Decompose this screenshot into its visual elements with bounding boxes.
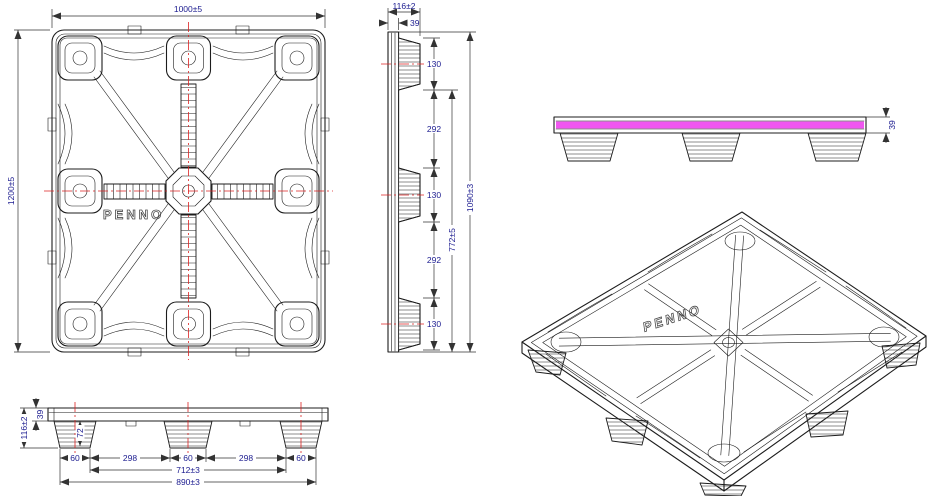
dim-front-foot: 72 — [75, 421, 85, 446]
svg-text:298: 298 — [123, 453, 137, 463]
svg-text:116±2: 116±2 — [393, 1, 416, 11]
svg-text:1200±5: 1200±5 — [6, 177, 16, 206]
side-view-vertical: 116±2 39 130 292 130 292 130 — [379, 1, 476, 353]
side-centerlines — [381, 63, 428, 325]
svg-text:39: 39 — [887, 120, 897, 130]
svg-text:1000±5: 1000±5 — [174, 4, 203, 14]
top-view-edge-ribs — [57, 45, 320, 337]
svg-text:60: 60 — [183, 453, 193, 463]
dim-front-overall: 890±3 — [60, 477, 316, 487]
elevation-view: 39 — [553, 107, 897, 162]
deck-highlight — [556, 121, 864, 129]
iso-edge-ribs — [545, 229, 907, 459]
dim-elevation-deck: 39 — [866, 107, 897, 143]
svg-text:39: 39 — [410, 18, 420, 28]
dim-front-chain: 60 298 60 298 60 — [59, 449, 317, 485]
foot-top-right — [274, 35, 320, 81]
svg-text:292: 292 — [427, 124, 441, 134]
top-view-centerlines — [44, 22, 333, 360]
dim-side-width: 116±2 — [387, 1, 421, 36]
front-view: 60 298 60 298 60 712±3 890±3 116±2 39 — [19, 398, 329, 487]
svg-text:1090±3: 1090±3 — [465, 184, 475, 213]
svg-text:72: 72 — [75, 428, 85, 438]
foot-bottom-left — [57, 301, 103, 347]
iso-diagonal-ribs — [558, 234, 891, 456]
dim-front-span: 712±3 — [90, 465, 286, 475]
brand-text-iso-view: PENNO — [642, 301, 702, 335]
side-deck-laminations — [391, 32, 396, 352]
front-rib-tabs — [125, 420, 251, 427]
svg-text:292: 292 — [427, 255, 441, 265]
dim-top-height: 1200±5 — [6, 29, 50, 353]
svg-text:712±3: 712±3 — [176, 465, 200, 475]
foot-top-left — [57, 35, 103, 81]
svg-text:116±2: 116±2 — [19, 416, 29, 439]
svg-text:60: 60 — [70, 453, 80, 463]
dim-side-span: 772±5 — [399, 90, 476, 353]
svg-text:130: 130 — [427, 319, 441, 329]
top-view-edge-clips — [47, 25, 330, 357]
svg-text:298: 298 — [239, 453, 253, 463]
top-view: PENNO 1000±5 1200±5 — [6, 4, 333, 360]
top-view-diagonal-ribs — [93, 70, 284, 312]
svg-text:130: 130 — [427, 190, 441, 200]
elevation-feet — [559, 132, 867, 162]
dim-front-deck: 39 — [32, 398, 48, 431]
iso-axis-ribs — [636, 281, 821, 404]
iso-foot-pads — [550, 231, 900, 463]
side-feet — [398, 37, 421, 351]
svg-text:60: 60 — [296, 453, 306, 463]
dim-side-deck: 39 — [379, 18, 420, 30]
dim-side-overall: 1090±3 — [399, 31, 476, 352]
svg-text:772±5: 772±5 — [447, 228, 457, 252]
dim-front-height: 116±2 — [19, 407, 58, 449]
iso-rim — [521, 335, 927, 492]
svg-text:130: 130 — [427, 59, 441, 69]
isometric-view: PENNO — [521, 211, 927, 496]
foot-bottom-right — [274, 301, 320, 347]
front-centerlines — [74, 402, 302, 454]
dim-side-chain: 130 292 130 292 130 — [423, 37, 458, 351]
svg-text:890±3: 890±3 — [176, 477, 200, 487]
brand-text-top-view: PENNO — [103, 207, 164, 222]
svg-text:39: 39 — [35, 410, 45, 420]
iso-feet — [527, 342, 921, 496]
dim-top-width: 1000±5 — [51, 4, 326, 28]
